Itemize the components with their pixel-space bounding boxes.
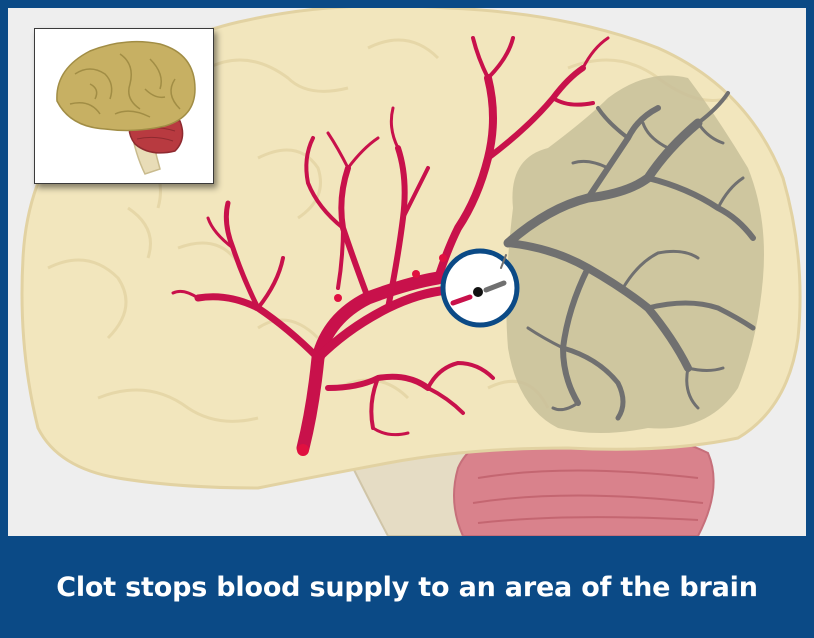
clot-magnifier-icon [443,251,517,325]
brain-icon [35,29,213,183]
clot [473,287,483,297]
caption-text: Clot stops blood supply to an area of th… [56,572,758,603]
brain-inset [34,28,214,184]
caption-bar: Clot stops blood supply to an area of th… [0,536,814,638]
